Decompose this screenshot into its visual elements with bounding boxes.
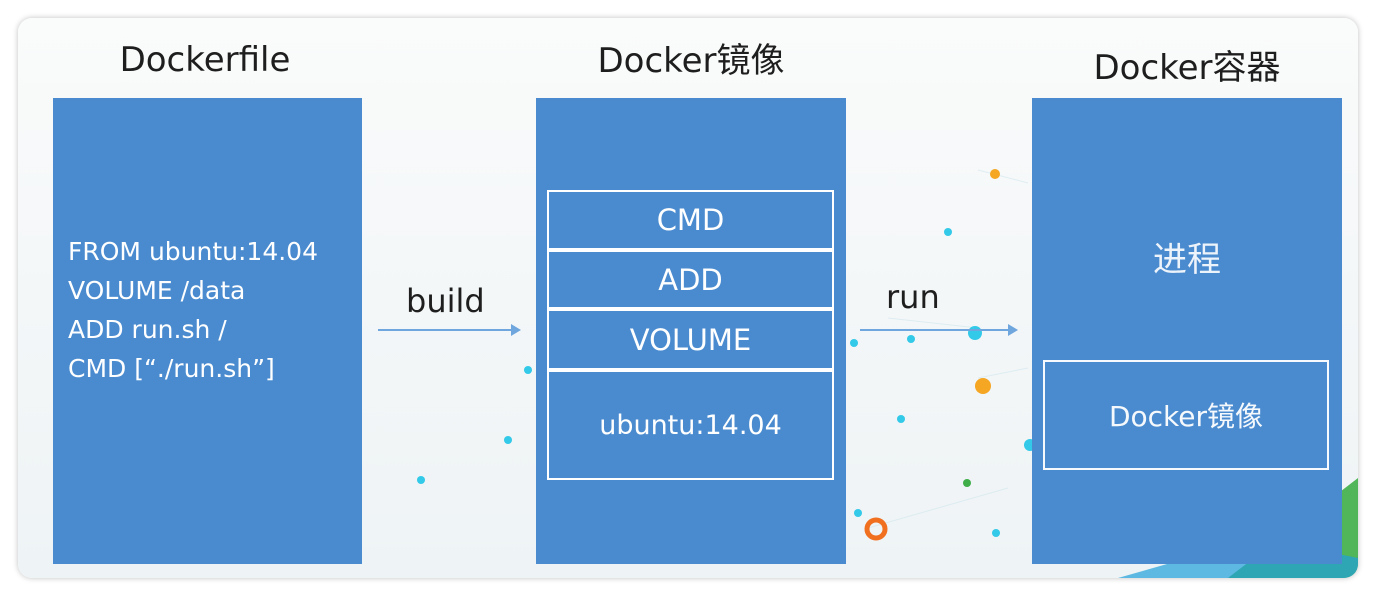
docker-container-box [1032, 98, 1342, 564]
docker-image-heading: Docker镜像 [597, 41, 785, 81]
diagram-canvas: Dockerfile Docker镜像 Docker容器 FROM ubuntu… [18, 18, 1358, 578]
image-layer-cmd: CMD [547, 190, 834, 250]
dockerfile-line: VOLUME /data [68, 276, 246, 305]
run-arrow [860, 324, 1018, 336]
dockerfile-line: CMD [“./run.sh”] [68, 354, 275, 383]
docker-image-box [536, 98, 846, 564]
process-label: 进程 [1153, 240, 1221, 280]
dockerfile-box [53, 98, 362, 564]
image-layer-stack: CMD ADD VOLUME ubuntu:14.04 [547, 190, 834, 482]
build-arrow [378, 324, 521, 336]
decor-dots [417, 169, 1036, 541]
dockerfile-line: ADD run.sh / [68, 315, 227, 344]
container-inner-image-box: Docker镜像 [1043, 360, 1329, 470]
dockerfile-code: FROM ubuntu:14.04 VOLUME /data ADD run.s… [68, 232, 318, 388]
build-label: build [406, 282, 485, 320]
dockerfile-line: FROM ubuntu:14.04 [68, 237, 318, 266]
image-layer-base: ubuntu:14.04 [547, 370, 834, 480]
dockerfile-heading: Dockerfile [119, 40, 291, 80]
run-label: run [886, 278, 940, 316]
image-layer-volume: VOLUME [547, 309, 834, 370]
image-layer-add: ADD [547, 250, 834, 309]
docker-container-heading: Docker容器 [1093, 48, 1281, 88]
